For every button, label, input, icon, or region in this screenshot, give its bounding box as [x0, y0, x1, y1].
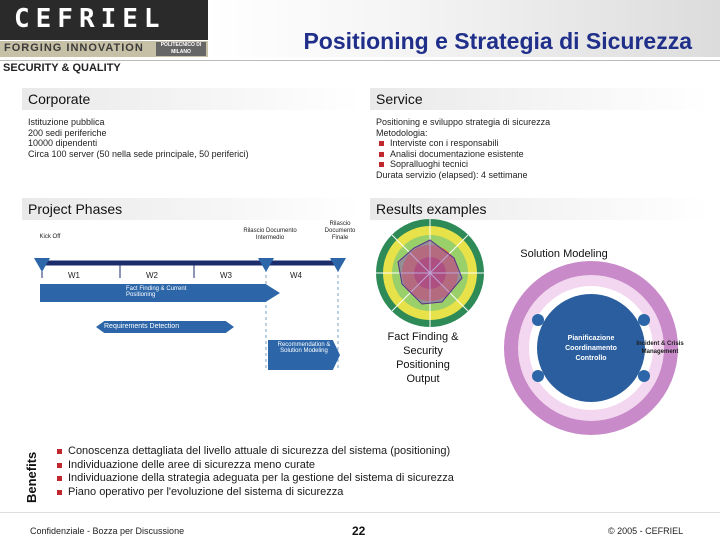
- benefits-label: Benefits: [24, 451, 39, 503]
- footer-divider: [0, 512, 720, 513]
- corporate-line: Circa 100 server (50 nella sede principa…: [28, 148, 249, 159]
- partner-logo: POLITECNICO DI MILANO: [156, 42, 206, 56]
- task-fact-finding: Fact Finding & Current Positioning: [40, 284, 280, 302]
- title-banner: [208, 0, 720, 57]
- benefit-text: Individuazione della strategia adeguata …: [68, 472, 454, 484]
- benefit-item: Conoscenza dettagliata del livello attua…: [54, 445, 454, 459]
- bullet-square-icon: [57, 476, 62, 482]
- section-subheading: SECURITY & QUALITY: [3, 62, 121, 74]
- task-recommendation: Recommendation & Solution Modeling: [268, 340, 340, 370]
- benefit-item: Individuazione delle aree di sicurezza m…: [54, 459, 454, 473]
- results-heading: Results examples: [370, 198, 710, 220]
- fact-finding-line: Positioning: [396, 359, 450, 371]
- phases-heading: Project Phases: [22, 198, 362, 220]
- service-bullet: Analisi documentazione esistente: [376, 149, 706, 160]
- service-heading: Service: [370, 88, 710, 110]
- header-divider: [0, 60, 720, 61]
- solution-modeling-label: Solution Modeling: [520, 248, 608, 260]
- footer-copyright: © 2005 - CEFRIEL: [608, 526, 684, 536]
- fact-finding-line: Security: [403, 345, 443, 357]
- incident-line: Management: [641, 349, 679, 355]
- bullet-square-icon: [57, 462, 62, 468]
- incident-line: Incident & Crisis: [636, 341, 684, 347]
- wheel-node-icon: [638, 314, 650, 326]
- week-label: W4: [290, 271, 302, 280]
- service-bullet-text: Analisi documentazione esistente: [390, 148, 524, 159]
- week-label: W1: [68, 271, 80, 280]
- intermediate-marker-icon: [258, 258, 274, 272]
- timeline-graphic: [34, 258, 346, 368]
- fact-finding-line: Output: [406, 373, 440, 385]
- page-number: 22: [352, 524, 366, 538]
- benefit-item: Individuazione della strategia adeguata …: [54, 472, 454, 486]
- benefit-item: Piano operativo per l'evoluzione del sis…: [54, 486, 454, 500]
- bullet-square-icon: [57, 489, 62, 495]
- task-label: Fact Finding & Current Positioning: [126, 286, 187, 298]
- week-label: W2: [146, 271, 158, 280]
- wheel-node-icon: [532, 314, 544, 326]
- benefit-text: Piano operativo per l'evoluzione del sis…: [68, 485, 344, 498]
- wheel-center-line: Coordinamento: [565, 345, 617, 352]
- service-bullet: Sopralluoghi tecnici: [376, 159, 706, 170]
- wheel-center-line: Pianificazione: [567, 335, 615, 342]
- week-label: W3: [220, 271, 232, 280]
- bullet-square-icon: [57, 449, 62, 455]
- bullet-square-icon: [379, 151, 384, 157]
- service-duration: Durata servizio (elapsed): 4 settimane: [376, 169, 528, 180]
- corporate-heading: Corporate: [22, 88, 362, 110]
- bullet-square-icon: [379, 162, 384, 168]
- fact-finding-line: Fact Finding &: [387, 331, 459, 343]
- milestone-kickoff: Kick Off: [39, 234, 61, 240]
- corporate-line: 10000 dipendenti: [28, 138, 98, 149]
- benefit-text: Individuazione delle aree di sicurezza m…: [68, 458, 316, 471]
- service-details: Positioning e sviluppo strategia di sicu…: [376, 117, 706, 181]
- kickoff-marker-icon: [34, 258, 50, 272]
- service-bullet-text: Interviste con i responsabili: [390, 138, 499, 149]
- footer-confidential: Confidenziale - Bozza per Discussione: [30, 526, 185, 536]
- security-wheel-graphic: [504, 261, 678, 435]
- wheel-node-icon: [638, 370, 650, 382]
- milestone-final: Rilascio Documento Finale: [324, 221, 356, 241]
- service-method-label: Metodologia:: [376, 127, 428, 138]
- corporate-line: Istituzione pubblica: [28, 117, 105, 127]
- service-bullet-text: Sopralluoghi tecnici: [390, 159, 469, 170]
- fact-finding-output: Fact Finding & Security Positioning Outp…: [378, 330, 468, 386]
- benefits-list: Conoscenza dettagliata del livello attua…: [54, 445, 454, 499]
- bullet-square-icon: [379, 140, 384, 146]
- radar-chart-graphic: [376, 219, 484, 327]
- milestone-intermediate: Rilascio Documento Intermedio: [243, 228, 297, 241]
- corporate-line: 200 sedi periferiche: [28, 127, 107, 138]
- tagline: FORGING INNOVATION: [4, 42, 144, 54]
- benefit-text: Conoscenza dettagliata del livello attua…: [68, 445, 451, 457]
- wheel-ring: [504, 261, 678, 435]
- cefriel-logo: CEFRIEL: [14, 4, 166, 34]
- service-intro: Positioning e sviluppo strategia di sicu…: [376, 117, 551, 127]
- radar-polygon: [397, 239, 463, 305]
- wheel-center: [537, 294, 645, 402]
- incident-label: Incident & Crisis Management: [622, 340, 698, 356]
- wheel-node-icon: [532, 370, 544, 382]
- wheel-center-text: Pianificazione Coordinamento Controllo: [536, 334, 646, 364]
- corporate-details: Istituzione pubblica 200 sedi periferich…: [28, 117, 358, 159]
- page-title: Positioning e Strategia di Sicurezza: [303, 28, 692, 54]
- wheel-center-line: Controllo: [575, 355, 607, 362]
- task-requirements: Requirements Detection: [96, 321, 234, 333]
- logo-background: [0, 0, 208, 40]
- service-bullet: Interviste con i responsabili: [376, 138, 706, 149]
- final-marker-icon: [330, 258, 346, 272]
